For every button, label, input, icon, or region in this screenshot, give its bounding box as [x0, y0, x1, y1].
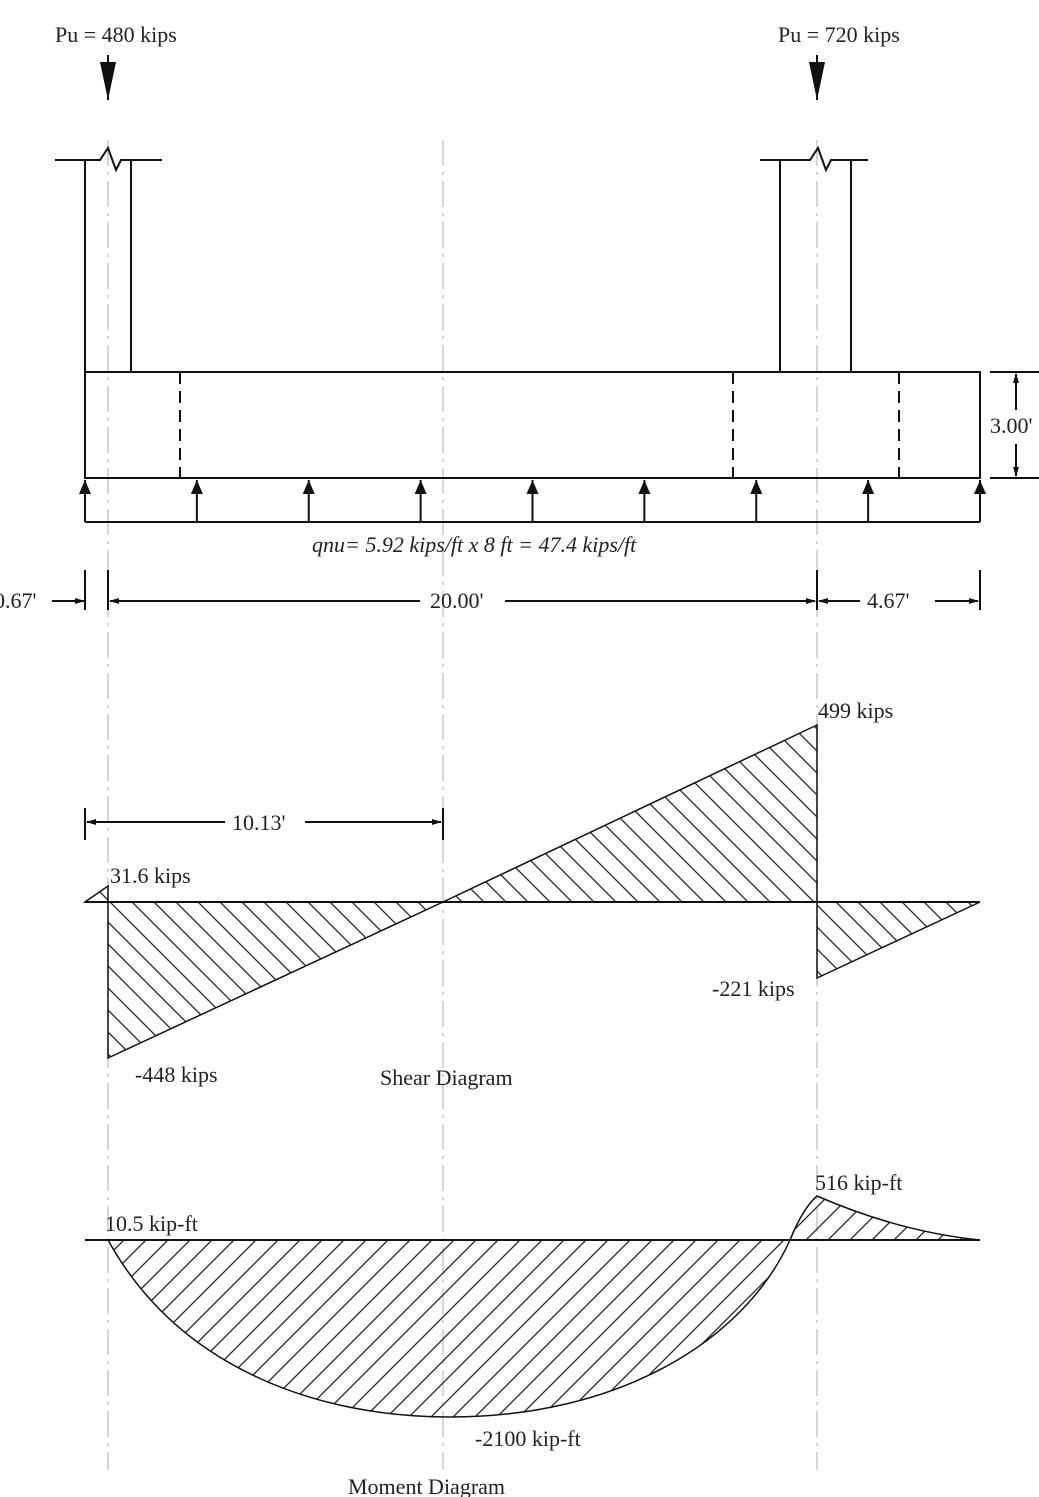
- dim-left-label: 0.67': [0, 588, 37, 613]
- footing: [84, 371, 981, 479]
- soil-pressure: qnu= 5.92 kips/ft x 8 ft = 47.4 kips/ft: [79, 480, 986, 557]
- shear-label-v4: -221 kips: [712, 976, 795, 1001]
- dim-middle-label: 20.00': [430, 588, 484, 613]
- moment-label-m1: 10.5 kip-ft: [105, 1211, 198, 1236]
- load-left: Pu = 480 kips: [55, 22, 177, 100]
- zero-shear-dim-label: 10.13': [232, 810, 286, 835]
- thickness-label: 3.00': [990, 413, 1033, 438]
- moment-label-m3: 516 kip-ft: [815, 1170, 902, 1195]
- shear-label-v2: -448 kips: [135, 1062, 218, 1087]
- moment-diagram: 10.5 kip-ft -2100 kip-ft 516 kip-ft Mome…: [85, 1170, 981, 1497]
- load-left-label: Pu = 480 kips: [55, 22, 177, 47]
- shear-label-v3: 499 kips: [818, 698, 893, 723]
- shear-diagram: 10.13' 31.6 kips -448 kips 499 kips -221…: [82, 698, 981, 1090]
- column-right: [760, 145, 868, 372]
- dim-right-label: 4.67': [867, 588, 910, 613]
- span-dimensions: 0.67' 20.00' 4.67': [0, 570, 981, 613]
- load-right-label: Pu = 720 kips: [778, 22, 900, 47]
- load-right: Pu = 720 kips: [778, 22, 900, 100]
- moment-diagram-title: Moment Diagram: [348, 1474, 505, 1497]
- shear-label-v1: 31.6 kips: [110, 863, 191, 888]
- soil-pressure-label: qnu= 5.92 kips/ft x 8 ft = 47.4 kips/ft: [312, 532, 637, 557]
- moment-label-m2: -2100 kip-ft: [475, 1426, 581, 1451]
- column-left: [55, 145, 162, 372]
- thickness-dimension: 3.00': [990, 371, 1039, 479]
- shear-diagram-title: Shear Diagram: [380, 1065, 513, 1090]
